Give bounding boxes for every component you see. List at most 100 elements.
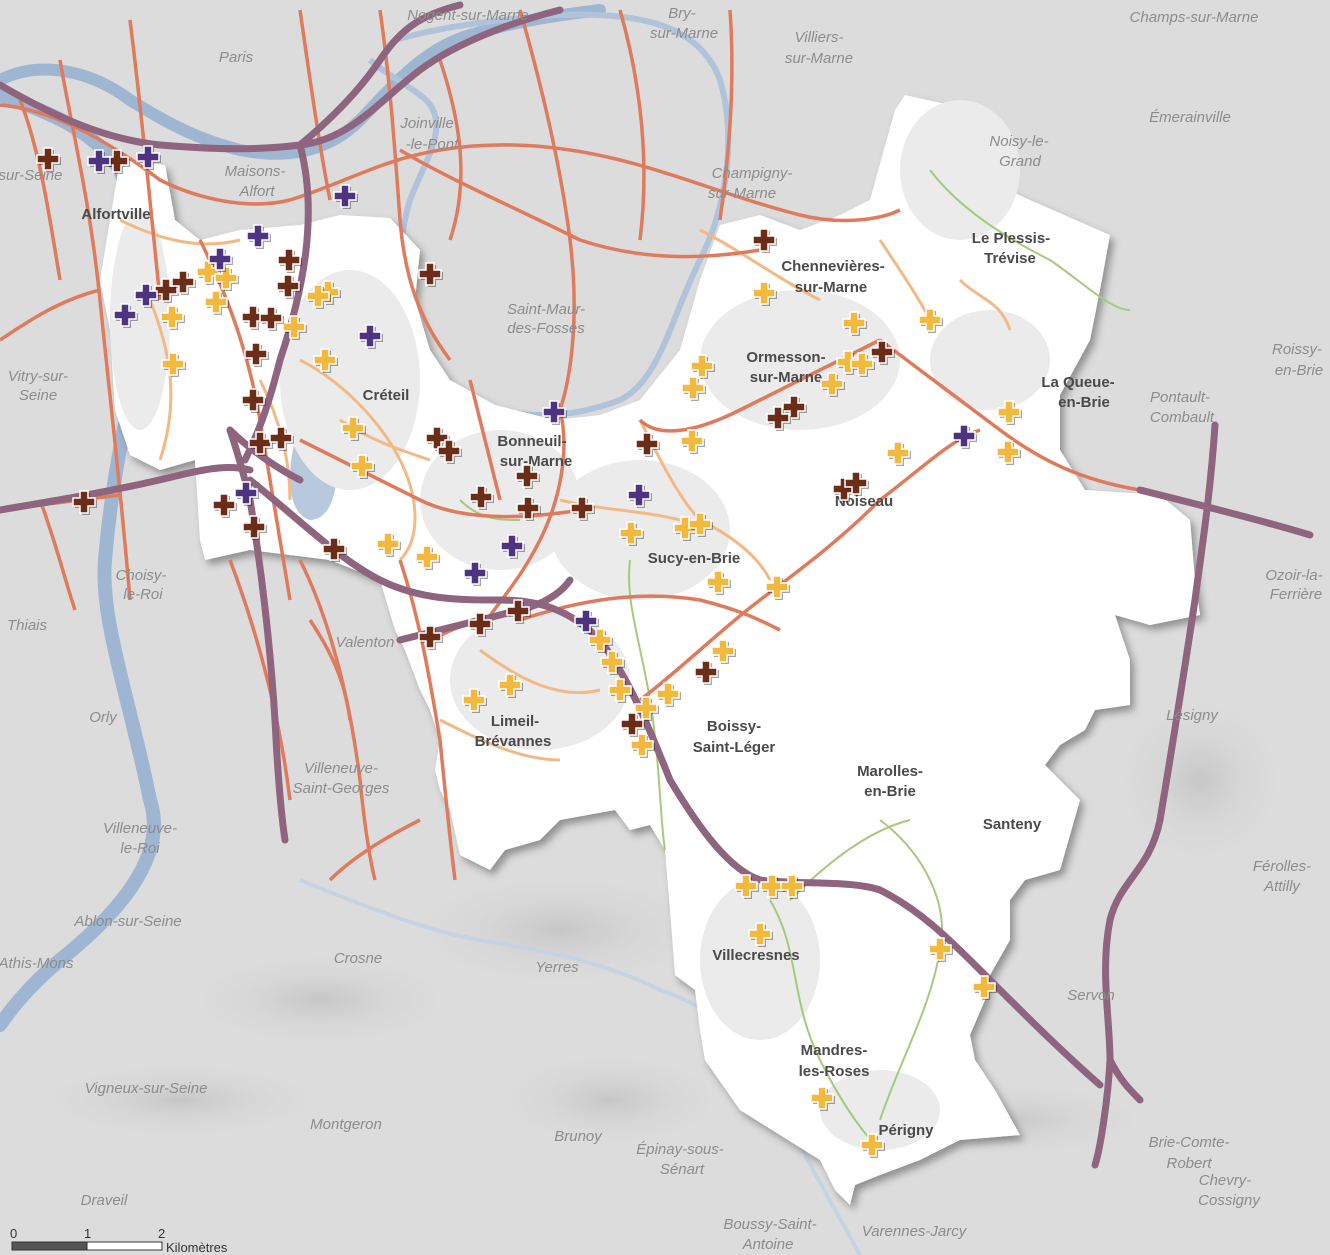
cross-marker-brown-icon[interactable] bbox=[72, 490, 97, 515]
cross-marker-brown-icon[interactable] bbox=[782, 395, 807, 420]
cross-marker-yellow-icon[interactable] bbox=[161, 352, 186, 377]
cross-marker-yellow-icon[interactable] bbox=[842, 311, 867, 336]
cross-marker-yellow-icon[interactable] bbox=[780, 874, 805, 899]
cross-marker-yellow-icon[interactable] bbox=[462, 688, 487, 713]
cross-marker-brown-icon[interactable] bbox=[844, 471, 869, 496]
cross-marker-yellow-icon[interactable] bbox=[886, 441, 911, 466]
cross-marker-yellow-icon[interactable] bbox=[997, 400, 1022, 425]
cross-marker-purple-icon[interactable] bbox=[134, 283, 159, 308]
cross-marker-yellow-icon[interactable] bbox=[630, 733, 655, 758]
outside-place-label: Ablon-sur-Seine bbox=[73, 913, 181, 930]
cross-marker-brown-icon[interactable] bbox=[212, 493, 237, 518]
cross-marker-yellow-icon[interactable] bbox=[850, 352, 875, 377]
cross-marker-brown-icon[interactable] bbox=[259, 306, 284, 331]
cross-marker-yellow-icon[interactable] bbox=[688, 512, 713, 537]
cross-marker-yellow-icon[interactable] bbox=[765, 575, 790, 600]
cross-marker-brown-icon[interactable] bbox=[694, 660, 719, 685]
cross-marker-yellow-icon[interactable] bbox=[918, 308, 943, 333]
cross-marker-purple-icon[interactable] bbox=[246, 224, 271, 249]
cross-marker-brown-icon[interactable] bbox=[276, 274, 301, 299]
cross-marker-purple-icon[interactable] bbox=[463, 561, 488, 586]
outside-place-label: Bry- bbox=[668, 5, 696, 22]
cross-marker-brown-icon[interactable] bbox=[506, 599, 531, 624]
cross-marker-yellow-icon[interactable] bbox=[656, 682, 681, 707]
cross-marker-yellow-icon[interactable] bbox=[306, 284, 331, 309]
cross-marker-purple-icon[interactable] bbox=[113, 303, 138, 328]
cross-marker-yellow-icon[interactable] bbox=[928, 937, 953, 962]
cross-marker-yellow-icon[interactable] bbox=[748, 922, 773, 947]
outside-place-label: Pontault- bbox=[1150, 389, 1210, 406]
cross-marker-brown-icon[interactable] bbox=[269, 426, 294, 451]
cross-marker-yellow-icon[interactable] bbox=[341, 416, 366, 441]
cross-marker-brown-icon[interactable] bbox=[515, 464, 540, 489]
cross-marker-brown-icon[interactable] bbox=[277, 248, 302, 273]
cross-marker-brown-icon[interactable] bbox=[171, 270, 196, 295]
cross-marker-yellow-icon[interactable] bbox=[600, 650, 625, 675]
cross-marker-purple-icon[interactable] bbox=[208, 247, 233, 272]
outside-place-label: Crosne bbox=[334, 950, 382, 967]
cross-marker-yellow-icon[interactable] bbox=[160, 305, 185, 330]
cross-marker-brown-icon[interactable] bbox=[242, 515, 267, 540]
cross-marker-brown-icon[interactable] bbox=[36, 147, 61, 172]
cross-marker-yellow-icon[interactable] bbox=[350, 454, 375, 479]
cross-marker-brown-icon[interactable] bbox=[418, 625, 443, 650]
cross-marker-brown-icon[interactable] bbox=[241, 305, 266, 330]
cross-marker-yellow-icon[interactable] bbox=[498, 673, 523, 698]
cross-marker-purple-icon[interactable] bbox=[136, 145, 161, 170]
cross-marker-purple-icon[interactable] bbox=[333, 184, 358, 209]
cross-marker-yellow-icon[interactable] bbox=[752, 281, 777, 306]
cross-marker-purple-icon[interactable] bbox=[574, 609, 599, 634]
outside-place-label: Lésigny bbox=[1166, 707, 1219, 724]
cross-marker-yellow-icon[interactable] bbox=[711, 639, 736, 664]
cross-marker-brown-icon[interactable] bbox=[154, 278, 179, 303]
cross-marker-brown-icon[interactable] bbox=[635, 432, 660, 457]
cross-marker-brown-icon[interactable] bbox=[469, 485, 494, 510]
cross-marker-purple-icon[interactable] bbox=[542, 400, 567, 425]
cross-marker-purple-icon[interactable] bbox=[627, 483, 652, 508]
cross-marker-brown-icon[interactable] bbox=[766, 406, 791, 431]
cross-marker-yellow-icon[interactable] bbox=[760, 874, 785, 899]
cross-marker-yellow-icon[interactable] bbox=[282, 315, 307, 340]
cross-marker-yellow-icon[interactable] bbox=[196, 260, 221, 285]
cross-marker-yellow-icon[interactable] bbox=[820, 372, 845, 397]
cross-marker-yellow-icon[interactable] bbox=[376, 532, 401, 557]
cross-marker-yellow-icon[interactable] bbox=[734, 874, 759, 899]
cross-marker-brown-icon[interactable] bbox=[244, 342, 269, 367]
cross-marker-yellow-icon[interactable] bbox=[690, 354, 715, 379]
cross-marker-brown-icon[interactable] bbox=[870, 340, 895, 365]
cross-marker-yellow-icon[interactable] bbox=[214, 266, 239, 291]
cross-marker-yellow-icon[interactable] bbox=[634, 696, 659, 721]
cross-marker-brown-icon[interactable] bbox=[418, 262, 443, 287]
cross-marker-yellow-icon[interactable] bbox=[680, 429, 705, 454]
cross-marker-yellow-icon[interactable] bbox=[204, 290, 229, 315]
cross-marker-yellow-icon[interactable] bbox=[996, 440, 1021, 465]
cross-marker-brown-icon[interactable] bbox=[241, 388, 266, 413]
cross-marker-yellow-icon[interactable] bbox=[588, 628, 613, 653]
cross-marker-yellow-icon[interactable] bbox=[608, 678, 633, 703]
cross-marker-yellow-icon[interactable] bbox=[313, 348, 338, 373]
cross-marker-purple-icon[interactable] bbox=[500, 534, 525, 559]
cross-marker-purple-icon[interactable] bbox=[358, 324, 383, 349]
cross-marker-yellow-icon[interactable] bbox=[810, 1086, 835, 1111]
cross-marker-brown-icon[interactable] bbox=[752, 228, 777, 253]
outside-place-label: sur-Marne bbox=[785, 50, 853, 67]
cross-marker-yellow-icon[interactable] bbox=[681, 376, 706, 401]
cross-marker-yellow-icon[interactable] bbox=[706, 570, 731, 595]
cross-marker-brown-icon[interactable] bbox=[322, 537, 347, 562]
cross-marker-yellow-icon[interactable] bbox=[860, 1133, 885, 1158]
cross-marker-brown-icon[interactable] bbox=[437, 439, 462, 464]
cross-marker-yellow-icon[interactable] bbox=[972, 975, 997, 1000]
cross-marker-yellow-icon[interactable] bbox=[836, 350, 861, 375]
cross-marker-purple-icon[interactable] bbox=[87, 149, 112, 174]
cross-marker-purple-icon[interactable] bbox=[952, 424, 977, 449]
cross-marker-brown-icon[interactable] bbox=[570, 496, 595, 521]
cross-marker-purple-icon[interactable] bbox=[234, 481, 259, 506]
cross-marker-brown-icon[interactable] bbox=[468, 612, 493, 637]
cross-marker-brown-icon[interactable] bbox=[516, 496, 541, 521]
cross-marker-yellow-icon[interactable] bbox=[415, 545, 440, 570]
cross-marker-brown-icon[interactable] bbox=[620, 712, 645, 737]
cross-marker-yellow-icon[interactable] bbox=[619, 521, 644, 546]
cross-marker-brown-icon[interactable] bbox=[248, 431, 273, 456]
